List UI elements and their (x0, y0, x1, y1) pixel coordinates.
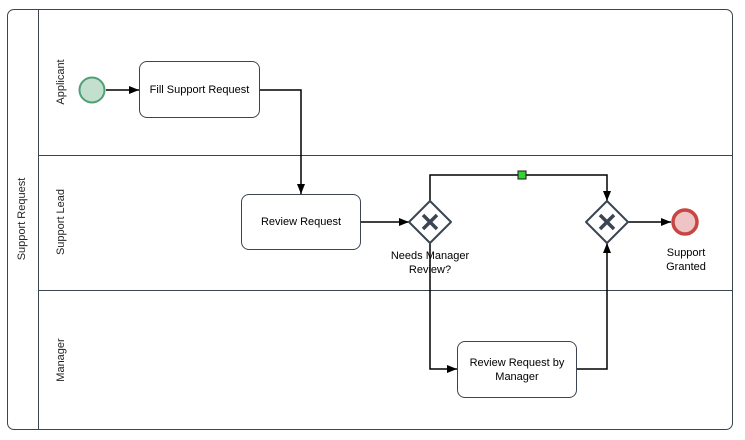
lane-divider-supportlead-manager (38, 290, 733, 291)
task-review-request-by-manager[interactable]: Review Request by Manager (457, 341, 577, 398)
gateway-decision-label: Needs Manager Review? (390, 250, 470, 276)
pool-label-divider (38, 9, 39, 430)
exclusive-gateway-merge[interactable] (585, 200, 629, 244)
x-marker-icon (421, 213, 439, 231)
task-label: Review Request by Manager (469, 356, 565, 383)
flow-bendpoint-marker[interactable] (517, 170, 527, 180)
task-fill-support-request[interactable]: Fill Support Request (139, 61, 260, 118)
lane-divider-applicant-supportlead (38, 155, 733, 156)
start-event-icon[interactable] (78, 76, 106, 104)
flow-fill-to-review[interactable] (260, 89, 305, 194)
end-event-label: Support Granted (666, 247, 706, 273)
task-label: Review Request (260, 216, 342, 228)
exclusive-gateway-decision[interactable] (408, 200, 452, 244)
task-label: Fill Support Request (149, 83, 250, 96)
end-event-icon[interactable] (671, 208, 699, 236)
pool-support-request[interactable] (7, 9, 733, 430)
x-marker-icon (598, 213, 616, 231)
task-review-request[interactable]: Review Request (241, 194, 361, 250)
flow-manager-review-to-merge[interactable] (577, 243, 611, 370)
flow-gateway-to-manager-review[interactable] (429, 243, 457, 373)
